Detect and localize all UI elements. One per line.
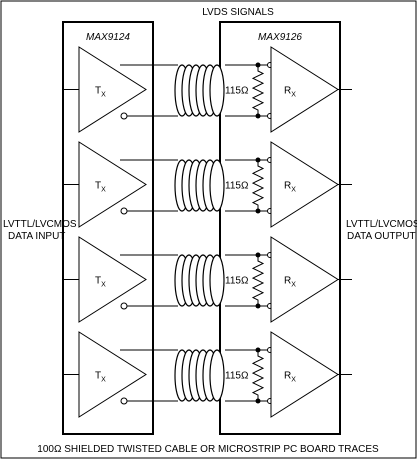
inversion-bubble xyxy=(120,207,128,215)
tx-label: TX xyxy=(95,181,106,194)
footer-caption: 100Ω SHIELDED TWISTED CABLE OR MICROSTRI… xyxy=(37,444,379,455)
rx-triangle xyxy=(270,236,339,323)
rx-label: RX xyxy=(284,371,296,384)
tx-triangle xyxy=(78,141,147,228)
termination-resistor xyxy=(251,160,265,211)
resistor-value: 115Ω xyxy=(225,276,249,287)
channel-4: TX 115Ω RX xyxy=(62,331,352,418)
twisted-pair-loop xyxy=(209,349,225,402)
rx-triangle xyxy=(270,141,339,228)
rx-chip-box xyxy=(219,21,341,435)
tx-chip-box xyxy=(62,21,154,435)
resistor-value: 115Ω xyxy=(225,371,249,382)
rx-label: RX xyxy=(284,276,296,289)
twisted-pair-loop xyxy=(209,254,225,307)
inversion-bubble xyxy=(120,397,128,405)
tx-chip-name: MAX9124 xyxy=(86,32,130,43)
tx-triangle xyxy=(78,236,147,323)
header-title: LVDS SIGNALS xyxy=(202,7,274,18)
output-label-line2: DATA OUTPUT xyxy=(347,231,416,242)
channel-3: TX 115Ω RX xyxy=(62,236,352,323)
rx-triangle xyxy=(270,46,339,133)
tx-label: TX xyxy=(95,276,106,289)
rx-chip-name: MAX9126 xyxy=(258,32,302,43)
twisted-pair-loop xyxy=(209,159,225,212)
tx-label: TX xyxy=(95,86,106,99)
channel-2: TX 115Ω RX xyxy=(62,141,352,228)
channels: TX 115Ω RX TX 115Ω RX TX 115Ω RX TX 115Ω RX xyxy=(62,46,352,418)
rx-label: RX xyxy=(284,181,296,194)
twisted-pair-loop xyxy=(209,64,225,117)
input-label-line2: DATA INPUT xyxy=(8,231,65,242)
inversion-bubble xyxy=(120,112,128,120)
termination-resistor xyxy=(251,350,265,401)
termination-resistor xyxy=(251,65,265,116)
rx-triangle xyxy=(270,331,339,418)
tx-label: TX xyxy=(95,371,106,384)
input-label-line1: LVTTL/LVCMOS xyxy=(3,219,77,230)
rx-label: RX xyxy=(284,86,296,99)
channel-1: TX 115Ω RX xyxy=(62,46,352,133)
tx-triangle xyxy=(78,46,147,133)
resistor-value: 115Ω xyxy=(225,86,249,97)
output-label-line1: LVTTL/LVCMOS xyxy=(346,219,417,230)
inversion-bubble xyxy=(120,302,128,310)
resistor-value: 115Ω xyxy=(225,181,249,192)
termination-resistor xyxy=(251,255,265,306)
tx-triangle xyxy=(78,331,147,418)
